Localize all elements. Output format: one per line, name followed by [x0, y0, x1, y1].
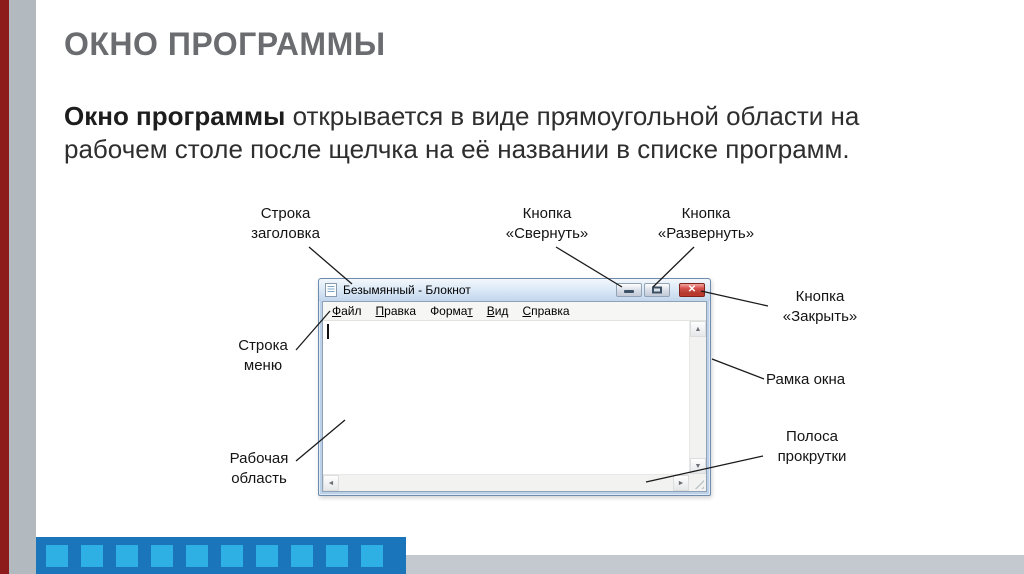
- footer-square: [221, 544, 243, 567]
- vertical-scrollbar[interactable]: ▲ ▼: [689, 321, 706, 474]
- footer-square: [361, 544, 383, 567]
- scroll-up-button[interactable]: ▲: [690, 321, 706, 337]
- scroll-right-icon: ►: [677, 479, 685, 487]
- callout-line-close: [700, 290, 769, 307]
- left-accent-red: [0, 0, 9, 574]
- close-button[interactable]: ✕: [679, 283, 705, 297]
- footer-square: [326, 544, 348, 567]
- maximize-icon: [652, 286, 662, 294]
- notepad-client-area: Файл Правка Формат Вид Справка ▲ ▼ ◄ ►: [322, 301, 707, 492]
- body-bold-lead: Окно программы: [64, 101, 286, 131]
- scroll-down-icon: ▼: [694, 462, 702, 470]
- callout-line-frame: [711, 358, 765, 380]
- menu-item-file[interactable]: Файл: [332, 303, 362, 318]
- menu-item-help[interactable]: Справка: [522, 303, 570, 318]
- scroll-left-icon: ◄: [327, 479, 335, 487]
- maximize-button[interactable]: [644, 283, 670, 297]
- footer-band: [36, 537, 406, 574]
- notepad-app-icon: [325, 283, 337, 297]
- footer-square: [151, 544, 173, 567]
- footer-square: [186, 544, 208, 567]
- text-caret: [327, 324, 329, 339]
- menu-item-edit[interactable]: Правка: [375, 303, 417, 318]
- scroll-down-button[interactable]: ▼: [690, 458, 706, 474]
- menu-item-format[interactable]: Формат: [430, 303, 473, 318]
- scroll-left-button[interactable]: ◄: [323, 475, 339, 491]
- footer-square: [46, 544, 68, 567]
- footer-square: [291, 544, 313, 567]
- notepad-title-bar[interactable]: Безымянный - Блокнот ✕: [319, 279, 710, 301]
- body-paragraph: Окно программы открывается в виде прямоу…: [64, 100, 894, 166]
- callout-minimize: Кнопка «Свернуть»: [505, 205, 589, 242]
- body-text: открывается в виде прямоугольной области…: [64, 101, 860, 164]
- callout-maximize: Кнопка «Развернуть»: [657, 205, 755, 242]
- close-icon: ✕: [687, 284, 697, 295]
- horizontal-scrollbar[interactable]: ◄ ►: [323, 474, 689, 491]
- callout-menu-bar: Строка меню: [238, 337, 288, 374]
- footer-square: [81, 544, 103, 567]
- resize-grip[interactable]: [689, 474, 706, 491]
- page-title: ОКНО ПРОГРАММЫ: [64, 26, 386, 62]
- footer-square: [116, 544, 138, 567]
- notepad-text-area[interactable]: ▲ ▼ ◄ ►: [323, 321, 706, 491]
- menu-item-view[interactable]: Вид: [486, 303, 509, 318]
- callout-work-area: Рабочая область: [229, 450, 289, 487]
- minimize-icon: [624, 290, 634, 293]
- callout-close: Кнопка «Закрыть»: [782, 288, 858, 325]
- scroll-right-button[interactable]: ►: [673, 475, 689, 491]
- window-controls: ✕: [614, 283, 705, 297]
- footer-square: [256, 544, 278, 567]
- notepad-window: Безымянный - Блокнот ✕ Файл Правка Формат В…: [318, 278, 711, 496]
- minimize-button[interactable]: [616, 283, 642, 297]
- callout-window-frame: Рамка окна: [766, 371, 846, 388]
- window-title: Безымянный - Блокнот: [343, 283, 471, 297]
- notepad-menu-bar: Файл Правка Формат Вид Справка: [323, 302, 706, 321]
- left-accent-gray: [9, 0, 36, 574]
- footer-gray-strip: [406, 555, 1024, 574]
- callout-title-bar: Строка заголовка: [251, 205, 320, 242]
- callout-scrollbar: Полоса прокрутки: [777, 428, 847, 465]
- scroll-up-icon: ▲: [694, 325, 702, 333]
